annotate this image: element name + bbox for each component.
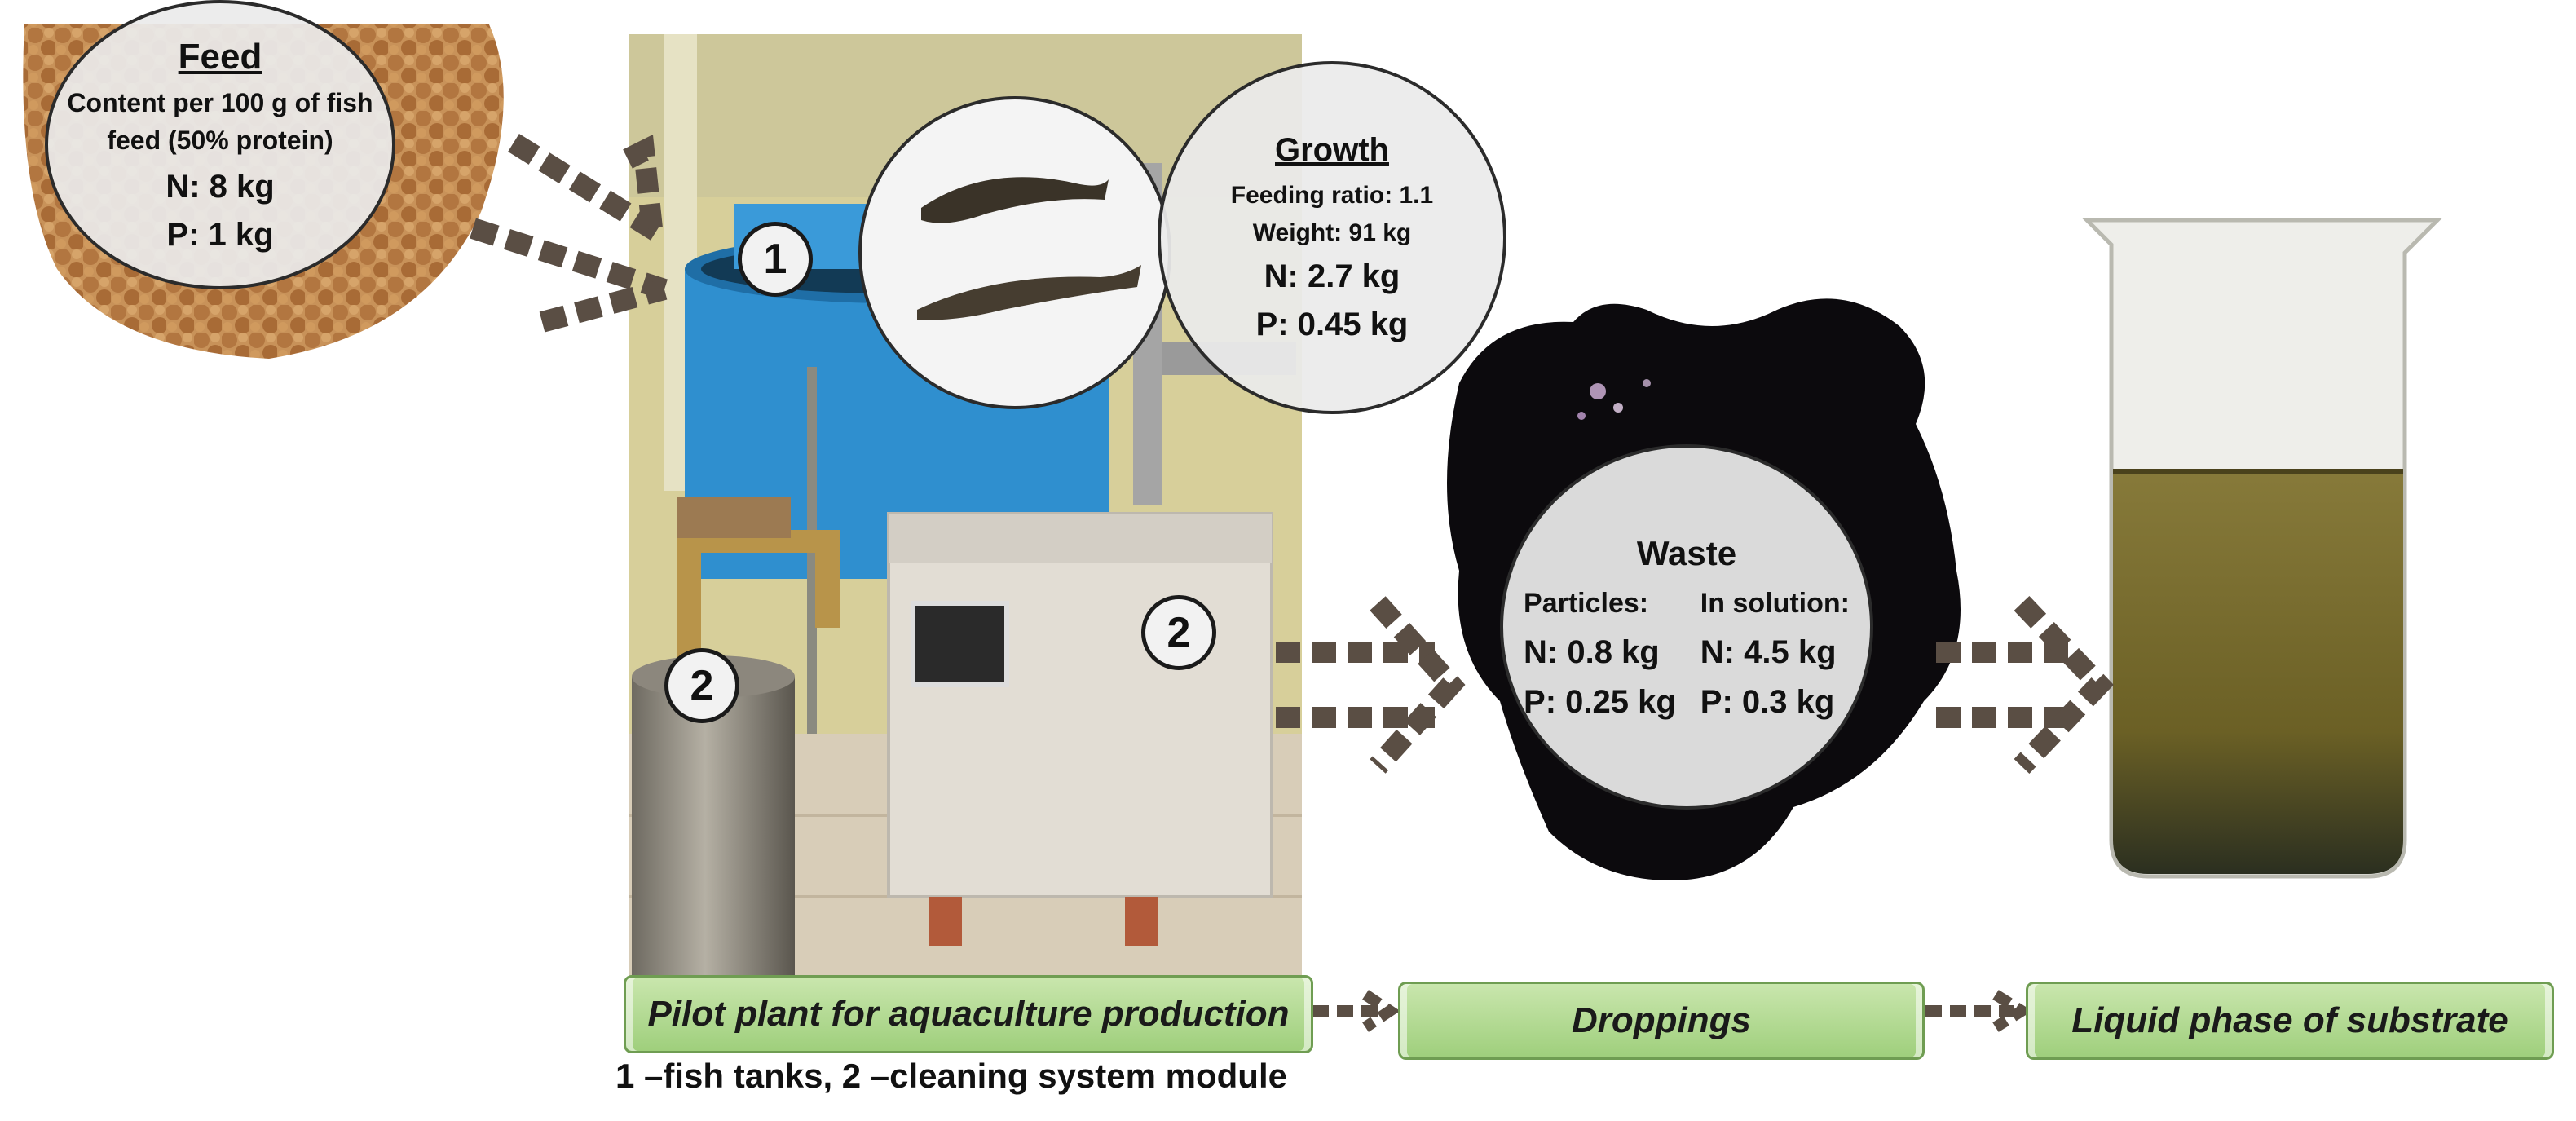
arrow-feed-to-tank-upper bbox=[508, 133, 670, 246]
badge-cleaning-module-left: 2 bbox=[664, 648, 739, 723]
arrow-plant-to-droppings bbox=[1276, 642, 1435, 728]
arrow-droppings-to-beaker-head bbox=[2014, 596, 2114, 774]
arrow-droppings-to-beaker bbox=[1936, 642, 2071, 728]
arrow-feed-tip-1 bbox=[623, 134, 663, 230]
waste-particles-p: P: 0.25 kg bbox=[1524, 683, 1676, 720]
growth-circle: Growth Feeding ratio: 1.1 Weight: 91 kg … bbox=[1158, 61, 1506, 414]
waste-particles-column: Particles: N: 0.8 kg P: 0.25 kg bbox=[1524, 588, 1676, 721]
waste-solution-n: N: 4.5 kg bbox=[1700, 633, 1837, 670]
growth-n-value: N: 2.7 kg bbox=[1264, 258, 1400, 294]
growth-p-value: P: 0.45 kg bbox=[1255, 307, 1409, 342]
badge-cleaning-module-right: 2 bbox=[1141, 595, 1216, 670]
waste-title: Waste bbox=[1636, 533, 1737, 572]
feed-title: Feed bbox=[178, 36, 262, 77]
waste-columns: Particles: N: 0.8 kg P: 0.25 kg In solut… bbox=[1524, 588, 1850, 721]
arrow-plant-to-droppings-head bbox=[1370, 596, 1466, 774]
arrow-feed-to-tank-lower bbox=[470, 218, 668, 300]
arrow-box-2-to-3-head bbox=[1992, 990, 2033, 1032]
growth-weight: Weight: 91 kg bbox=[1252, 219, 1412, 246]
arrow-box-1-to-2-head bbox=[1362, 990, 1400, 1032]
waste-solution-column: In solution: N: 4.5 kg P: 0.3 kg bbox=[1700, 588, 1850, 721]
waste-solution-p: P: 0.3 kg bbox=[1700, 683, 1835, 720]
fish-image bbox=[858, 96, 1171, 409]
growth-feeding-ratio: Feeding ratio: 1.1 bbox=[1230, 182, 1434, 209]
waste-particles-label: Particles: bbox=[1524, 587, 1649, 619]
waste-circle: Waste Particles: N: 0.8 kg P: 0.25 kg In… bbox=[1500, 444, 1873, 810]
arrow-feed-tip-2 bbox=[539, 279, 668, 333]
flow-arrows bbox=[470, 133, 2114, 774]
feed-content-line: Content per 100 g of fish feed (50% prot… bbox=[67, 87, 373, 155]
feed-circle: Feed Content per 100 g of fish feed (50%… bbox=[45, 0, 395, 289]
feed-p-value: P: 1 kg bbox=[166, 216, 274, 253]
figure-caption: 1 –fish tanks, 2 –cleaning system module bbox=[615, 1057, 1287, 1095]
badge-fish-tanks: 1 bbox=[738, 222, 813, 297]
stage-box-pilot-plant: Pilot plant for aquaculture production bbox=[624, 975, 1313, 1053]
waste-solution-label: In solution: bbox=[1700, 587, 1850, 619]
box-arrows bbox=[1312, 990, 2033, 1032]
growth-title: Growth bbox=[1275, 132, 1389, 168]
waste-particles-n: N: 0.8 kg bbox=[1524, 633, 1660, 670]
stage-box-liquid-phase: Liquid phase of substrate bbox=[2026, 982, 2554, 1060]
stage-box-droppings: Droppings bbox=[1398, 982, 1925, 1060]
feed-n-value: N: 8 kg bbox=[165, 168, 275, 205]
beaker-image bbox=[2081, 218, 2443, 879]
